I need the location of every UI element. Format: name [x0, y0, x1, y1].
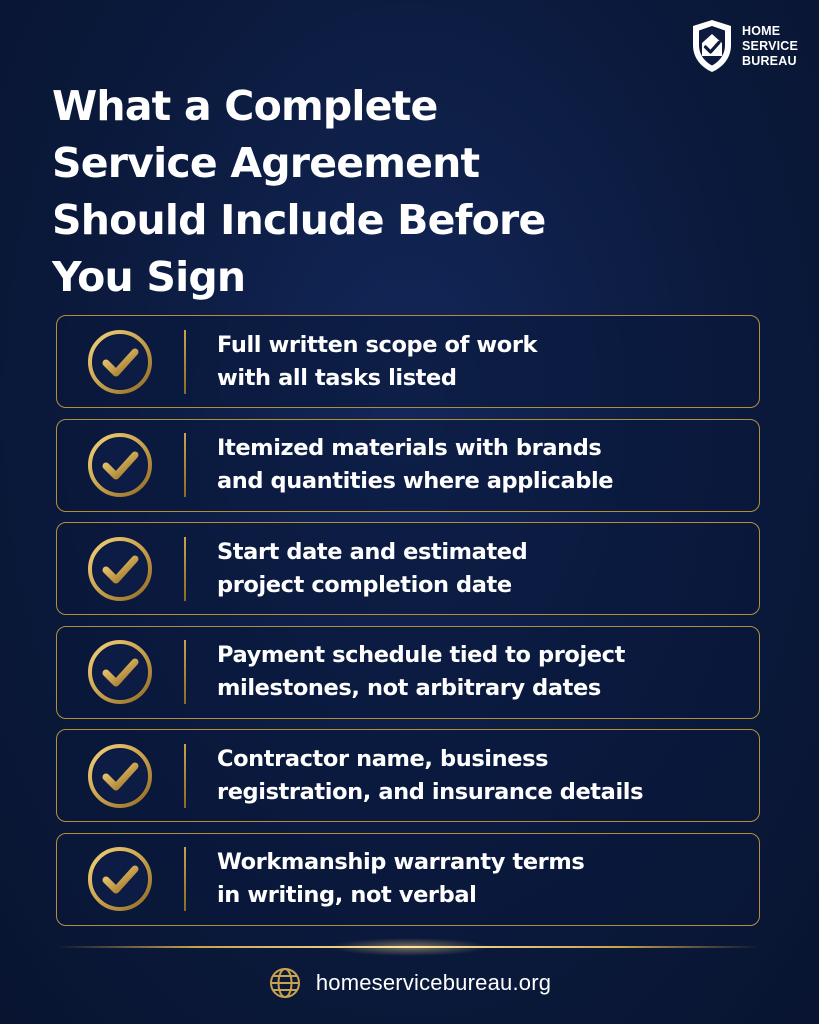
item-line: milestones, not arbitrary dates — [217, 675, 601, 701]
item-text: Payment schedule tied to project milesto… — [217, 639, 625, 705]
item-line: registration, and insurance details — [217, 778, 644, 805]
item-divider — [184, 329, 186, 394]
brand-line: HOME — [742, 23, 781, 38]
title-line: You Sign — [52, 253, 246, 301]
brand-logo: HOME SERVICE BUREAU — [690, 18, 798, 74]
item-line: with all tasks listed — [217, 364, 457, 391]
item-text: Itemized materials with brands and quant… — [217, 432, 614, 498]
footer-divider — [56, 946, 760, 948]
checklist-item: Workmanship warranty terms in writing, n… — [56, 832, 760, 926]
check-circle-icon — [87, 329, 153, 395]
item-line: Contractor name, business — [217, 745, 549, 772]
item-divider — [184, 640, 186, 704]
checklist-item: Payment schedule tied to project milesto… — [56, 625, 760, 719]
title-line: Service Agreement — [52, 139, 480, 187]
brand-name: HOME SERVICE BUREAU — [742, 24, 798, 69]
item-line: Start date and estimated — [217, 538, 528, 565]
item-line: Payment schedule tied to project — [217, 642, 625, 668]
item-divider — [184, 743, 186, 808]
item-divider — [184, 536, 186, 601]
check-circle-icon — [87, 846, 153, 912]
check-circle-icon — [87, 743, 153, 809]
page-title: What a Complete Service Agreement Should… — [52, 78, 692, 306]
item-line: Full written scope of work — [217, 331, 538, 358]
brand-line: BUREAU — [742, 53, 797, 68]
checklist: Full written scope of work with all task… — [56, 315, 760, 936]
checklist-item: Contractor name, business registration, … — [56, 729, 760, 822]
check-circle-icon — [87, 639, 153, 705]
globe-icon — [269, 968, 300, 998]
item-line: Itemized materials with brands — [217, 435, 602, 461]
item-line: and quantities where applicable — [217, 468, 614, 494]
check-circle-icon — [87, 432, 153, 498]
item-divider — [184, 847, 186, 911]
checklist-item: Itemized materials with brands and quant… — [56, 418, 760, 512]
check-circle-icon — [87, 536, 153, 602]
title-line: What a Complete — [52, 82, 438, 130]
item-line: in writing, not verbal — [217, 882, 477, 908]
shield-check-icon — [693, 20, 731, 72]
footer: homeservicebureau.org — [0, 966, 819, 1000]
checklist-item: Start date and estimated project complet… — [56, 522, 760, 615]
title-line: Should Include Before — [52, 196, 546, 244]
item-line: project completion date — [217, 571, 512, 598]
item-text: Contractor name, business registration, … — [217, 743, 643, 809]
item-text: Start date and estimated project complet… — [217, 536, 528, 602]
brand-line: SERVICE — [742, 38, 799, 53]
website-link[interactable]: homeservicebureau.org — [315, 970, 552, 995]
checklist-item: Full written scope of work with all task… — [56, 315, 760, 408]
item-divider — [184, 433, 186, 497]
item-text: Full written scope of work with all task… — [217, 329, 538, 395]
item-text: Workmanship warranty terms in writing, n… — [217, 846, 585, 912]
item-line: Workmanship warranty terms — [217, 849, 585, 875]
